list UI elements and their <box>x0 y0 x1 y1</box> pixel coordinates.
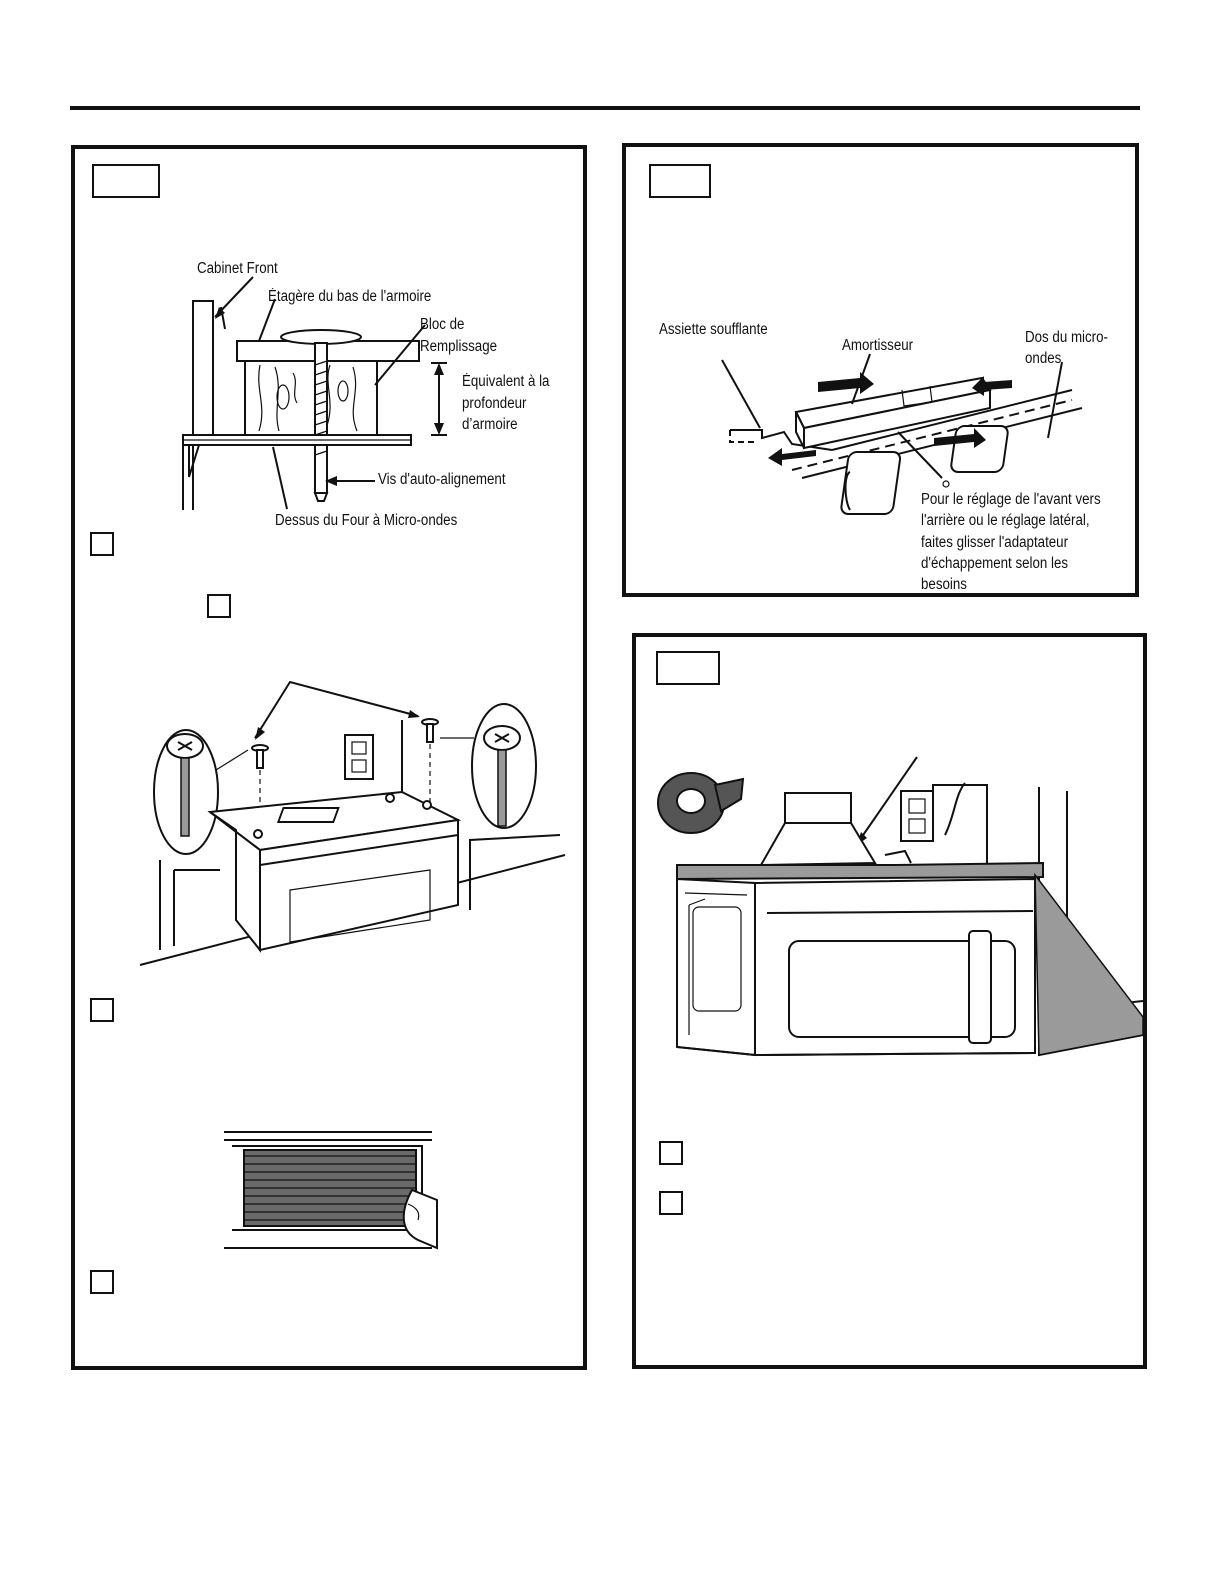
label-adjust-note-4: d'échappement selon les <box>921 555 1069 572</box>
microwave-screws-illustration <box>139 680 566 966</box>
label-filler-block-1: Bloc de <box>420 316 465 333</box>
checkbox-step-3[interactable] <box>90 1270 114 1294</box>
label-self-align-screw: Vis d'auto-alignement <box>378 471 506 488</box>
damper-adapter-illustration <box>721 353 1083 515</box>
left-step-tag <box>92 164 160 198</box>
right-top-panel <box>622 143 1139 597</box>
header-rule <box>70 106 1140 110</box>
label-adjust-note-2: l'arrière ou le réglage latéral, <box>921 512 1090 529</box>
label-adjust-note-5: besoins <box>921 576 967 593</box>
checkbox-step-1[interactable] <box>90 532 114 556</box>
label-cabinet-depth-2: profondeur <box>462 395 527 412</box>
filler-block-illustration <box>182 276 447 510</box>
label-damper: Amortisseur <box>842 337 914 354</box>
label-filler-block-2: Remplissage <box>420 338 498 355</box>
duct-tape-microwave-illustration <box>657 756 1144 1057</box>
label-cabinet-depth-3: d’armoire <box>462 416 518 433</box>
checkbox-step-5[interactable] <box>659 1191 683 1215</box>
label-adjust-note-3: faites glisser l'adaptateur <box>921 534 1069 551</box>
label-blower-plate: Assiette soufflante <box>659 321 768 338</box>
right-top-step-tag <box>649 164 711 198</box>
checkbox-step-4[interactable] <box>659 1141 683 1165</box>
grease-filter-illustration <box>224 1131 438 1250</box>
right-bottom-step-tag <box>656 651 720 685</box>
label-adjust-note-1: Pour le réglage de l'avant vers <box>921 491 1101 508</box>
label-cabinet-depth-1: Équivalent à la <box>462 373 550 390</box>
label-microwave-back-2: ondes <box>1025 350 1062 367</box>
label-cabinet-front: Cabinet Front <box>197 260 278 277</box>
checkbox-step-1-sub[interactable] <box>207 594 231 618</box>
label-microwave-top: Dessus du Four à Micro-ondes <box>275 512 458 529</box>
label-bottom-shelf: Étagère du bas de l'armoire <box>268 288 432 305</box>
checkbox-step-2[interactable] <box>90 998 114 1022</box>
label-microwave-back-1: Dos du micro- <box>1025 329 1108 346</box>
